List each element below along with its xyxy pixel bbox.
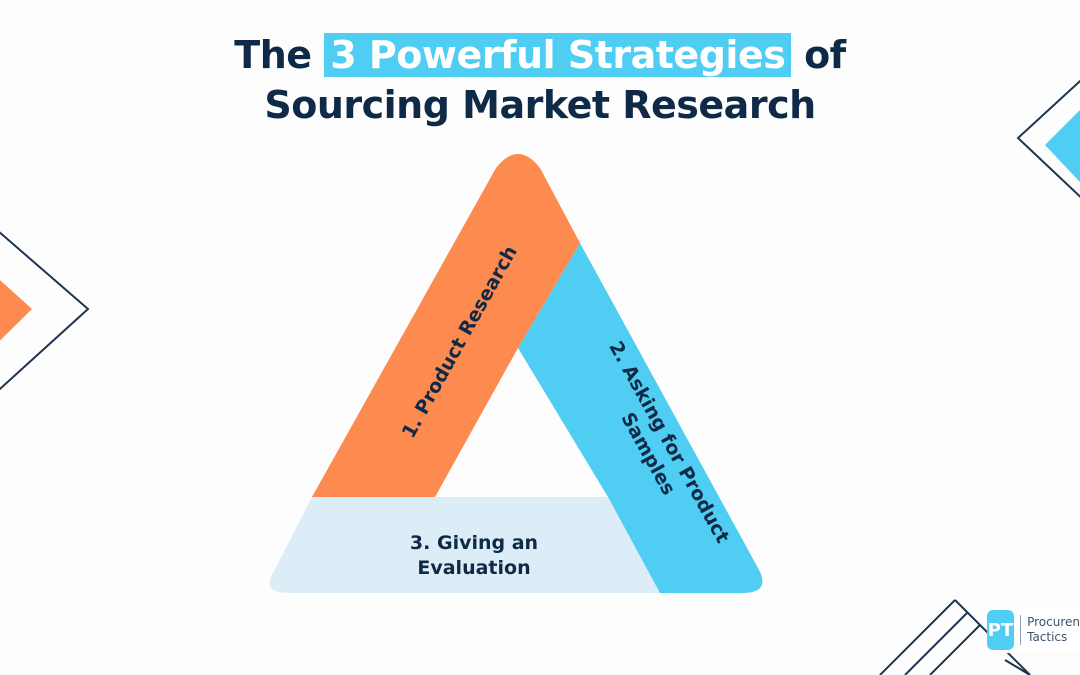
bottom-right-decoration bbox=[879, 599, 1031, 675]
title-suffix: of bbox=[804, 33, 846, 77]
title-line-2: Sourcing Market Research bbox=[264, 83, 816, 127]
title-prefix: The bbox=[234, 33, 312, 77]
left-outline bbox=[0, 231, 90, 391]
left-decoration bbox=[0, 231, 90, 391]
right-blue-diamond bbox=[1045, 110, 1080, 183]
logo-line-1: Procuren bbox=[1027, 615, 1080, 629]
logo-text: Procuren Tactics bbox=[1020, 615, 1080, 645]
logo-mark: PT bbox=[987, 610, 1015, 650]
left-orange-diamond bbox=[0, 280, 32, 341]
logo-line-2: Tactics bbox=[1027, 630, 1068, 644]
title-line-1: The 3 Powerful Strategies of bbox=[0, 30, 1080, 80]
deco-line-5 bbox=[1004, 659, 1031, 675]
segment-asking-samples bbox=[518, 243, 763, 593]
deco-line-4 bbox=[929, 624, 981, 675]
deco-line-3 bbox=[904, 612, 968, 675]
right-outline bbox=[1016, 79, 1080, 198]
deco-line-1 bbox=[879, 599, 956, 675]
page-title: The 3 Powerful Strategies of Sourcing Ma… bbox=[0, 30, 1080, 130]
brand-logo: PT Procuren Tactics bbox=[987, 607, 1080, 653]
segment-product-research bbox=[312, 154, 580, 497]
label-evaluation-line2: Evaluation bbox=[417, 557, 530, 579]
title-highlight: 3 Powerful Strategies bbox=[324, 33, 792, 77]
label-evaluation-line1: 3. Giving an bbox=[410, 532, 538, 554]
segment-evaluation bbox=[269, 497, 660, 593]
right-decoration bbox=[1016, 79, 1080, 198]
